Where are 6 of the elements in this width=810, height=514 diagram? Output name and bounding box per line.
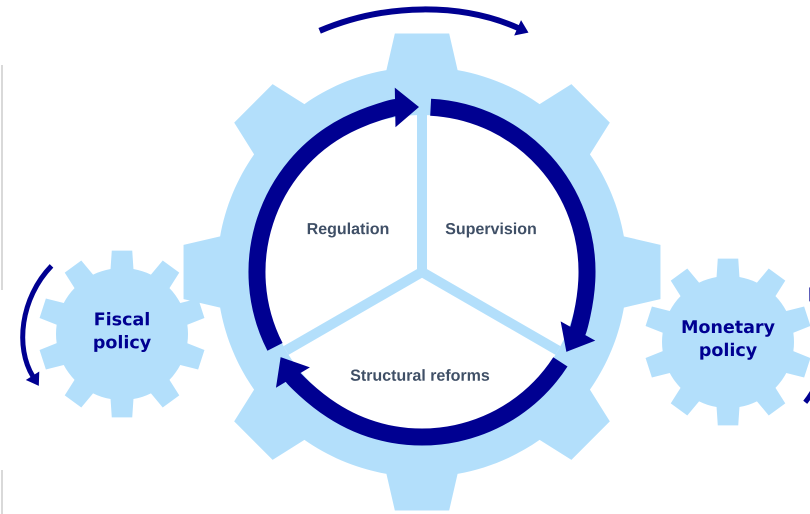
sector-label: Supervision [446, 222, 536, 238]
gear-drawing [184, 34, 660, 510]
sector-label: Regulation [308, 222, 388, 238]
sector-label: Structural reforms [350, 369, 490, 381]
gear: Monetary policy [646, 258, 810, 426]
gear: Fiscal policy [40, 250, 204, 418]
